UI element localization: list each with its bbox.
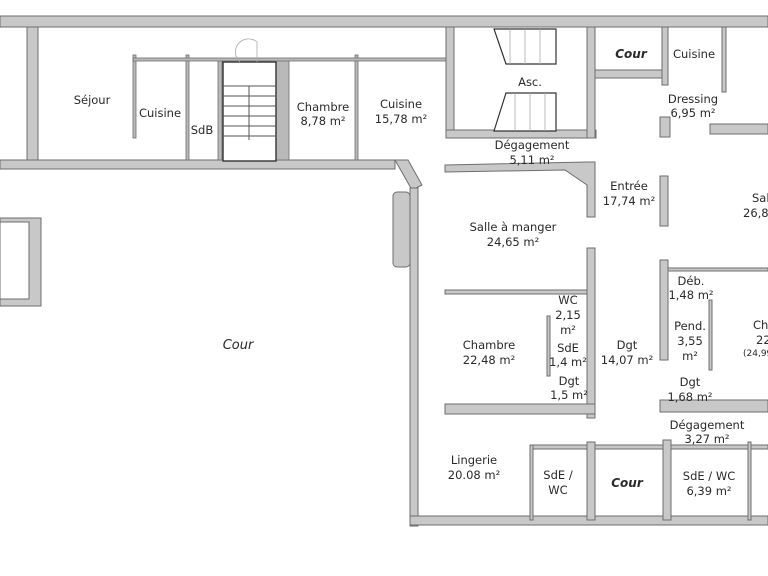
room-dressing-label: Dressing (668, 92, 718, 106)
wall-partition (132, 57, 454, 62)
room-sde-area: 1,4 m² (549, 355, 587, 369)
room-pend-label: Pend. (674, 319, 706, 333)
wall-chambre-bottom (444, 403, 596, 415)
room-chambre-mid-area: 22,48 m² (463, 353, 515, 367)
wall-degagement (444, 161, 596, 218)
wall-cuisine-sep (661, 26, 669, 86)
wall-corner-diagonal (394, 159, 423, 191)
wall-sdewc-l (529, 444, 534, 521)
room-sde-wc-right-label: SdE / WC (683, 469, 735, 483)
room-sde-label: SdE (557, 341, 579, 355)
wall-cour-top (594, 69, 668, 79)
room-dgt-mid-area: 14,07 m² (601, 353, 653, 367)
room-entree-area: 17,74 m² (603, 194, 655, 208)
room-degagement-bottom-label: Dégagement (670, 418, 745, 432)
room-cuisine-right-label: Cuisine (673, 47, 715, 61)
room-cuisine-left-label: Cuisine (139, 106, 181, 120)
room-salon-label: Sal (752, 191, 768, 205)
room-sde-wc-left-label1: SdE / (543, 468, 573, 482)
room-sejour-label: Séjour (74, 93, 111, 107)
room-wc-label: WC (558, 293, 577, 307)
wall-asc-block (445, 26, 455, 138)
staircase-asc-icon (493, 28, 557, 132)
room-dgt-small-left-area: 1,5 m² (550, 388, 588, 402)
window-bay (392, 191, 411, 268)
room-salon-area: 26,8 (743, 206, 768, 220)
wall-partition (275, 59, 290, 161)
room-sde-wc-left-label2: WC (548, 483, 567, 497)
wall-deg-bottom (659, 399, 768, 413)
wall-wc (546, 315, 551, 377)
room-cour-bottom-label: Cour (611, 476, 644, 490)
room-degagement-top-label: Dégagement (495, 138, 570, 152)
staircase-icon (222, 38, 277, 162)
room-dgt-small-right-label: Dgt (680, 375, 701, 389)
wall-deb (659, 259, 669, 361)
room-cuisine-top-area: 15,78 m² (375, 112, 427, 126)
room-chambre-top-area: 8,78 m² (300, 114, 345, 128)
room-asc-label: Asc. (518, 75, 542, 89)
wall-dressing-l (659, 116, 671, 138)
room-cuisine-top-label: Cuisine (380, 97, 422, 111)
room-pend-area1: 3,55 (677, 334, 703, 348)
wall-deb-top (667, 267, 768, 272)
wall-dressing-r (709, 123, 768, 135)
wall-partition (354, 54, 359, 161)
room-wc-area2: m² (560, 323, 576, 337)
wall-partition (132, 54, 137, 139)
room-lingerie-label: Lingerie (451, 453, 497, 467)
room-entree-label: Entrée (610, 179, 648, 193)
wall-top (0, 15, 768, 28)
room-dgt-mid-label: Dgt (617, 338, 638, 352)
room-sam-area: 24,65 m² (487, 235, 539, 249)
room-lingerie-area: 20.08 m² (448, 468, 500, 482)
room-cour-main-label: Cour (223, 338, 255, 353)
room-dgt-small-right-area: 1,68 m² (667, 390, 712, 404)
room-sde-wc-right-area: 6,39 m² (686, 484, 731, 498)
wall-top-wing-bottom (0, 159, 396, 170)
wall-right-wing-left (409, 187, 419, 527)
wall-cour-r (662, 439, 672, 521)
room-sam-label: Salle à manger (470, 220, 557, 234)
room-chambre-mid-label: Chambre (463, 338, 515, 352)
room-degagement-top-area: 5,11 m² (509, 153, 554, 167)
room-pend-area2: m² (682, 349, 698, 363)
wall-asc-right (586, 26, 596, 139)
wall-sam-right (586, 247, 596, 419)
room-dressing-area: 6,95 m² (670, 106, 715, 120)
wall-partition (185, 54, 190, 161)
wall-cour-l (586, 441, 596, 521)
wall-bottom-rooms (529, 444, 768, 450)
room-cour-top-label: Cour (615, 47, 648, 61)
room-chambre-right-label: Ch (753, 318, 768, 332)
room-deb-label: Déb. (678, 274, 705, 288)
wall-entree-right (659, 175, 669, 227)
room-dgt-small-left-label: Dgt (559, 374, 580, 388)
room-chambre-top-label: Chambre (297, 100, 349, 114)
wall-cuisine-right (721, 26, 727, 93)
room-wc-area1: 2,15 (555, 308, 581, 322)
room-chambre-right-area-alt: (24,99 (743, 349, 768, 359)
wall-partition (217, 59, 223, 161)
wall-sdewc-r (747, 441, 752, 521)
room-chambre-right-area: 22 (756, 333, 768, 347)
room-degagement-bottom-area: 3,27 m² (684, 432, 729, 446)
room-sdb-label: SdB (191, 123, 214, 137)
left-box-inner (0, 221, 30, 300)
wall-left-block (26, 26, 39, 166)
wall-pend-right (708, 299, 713, 371)
room-deb-area: 1,48 m² (668, 288, 713, 302)
